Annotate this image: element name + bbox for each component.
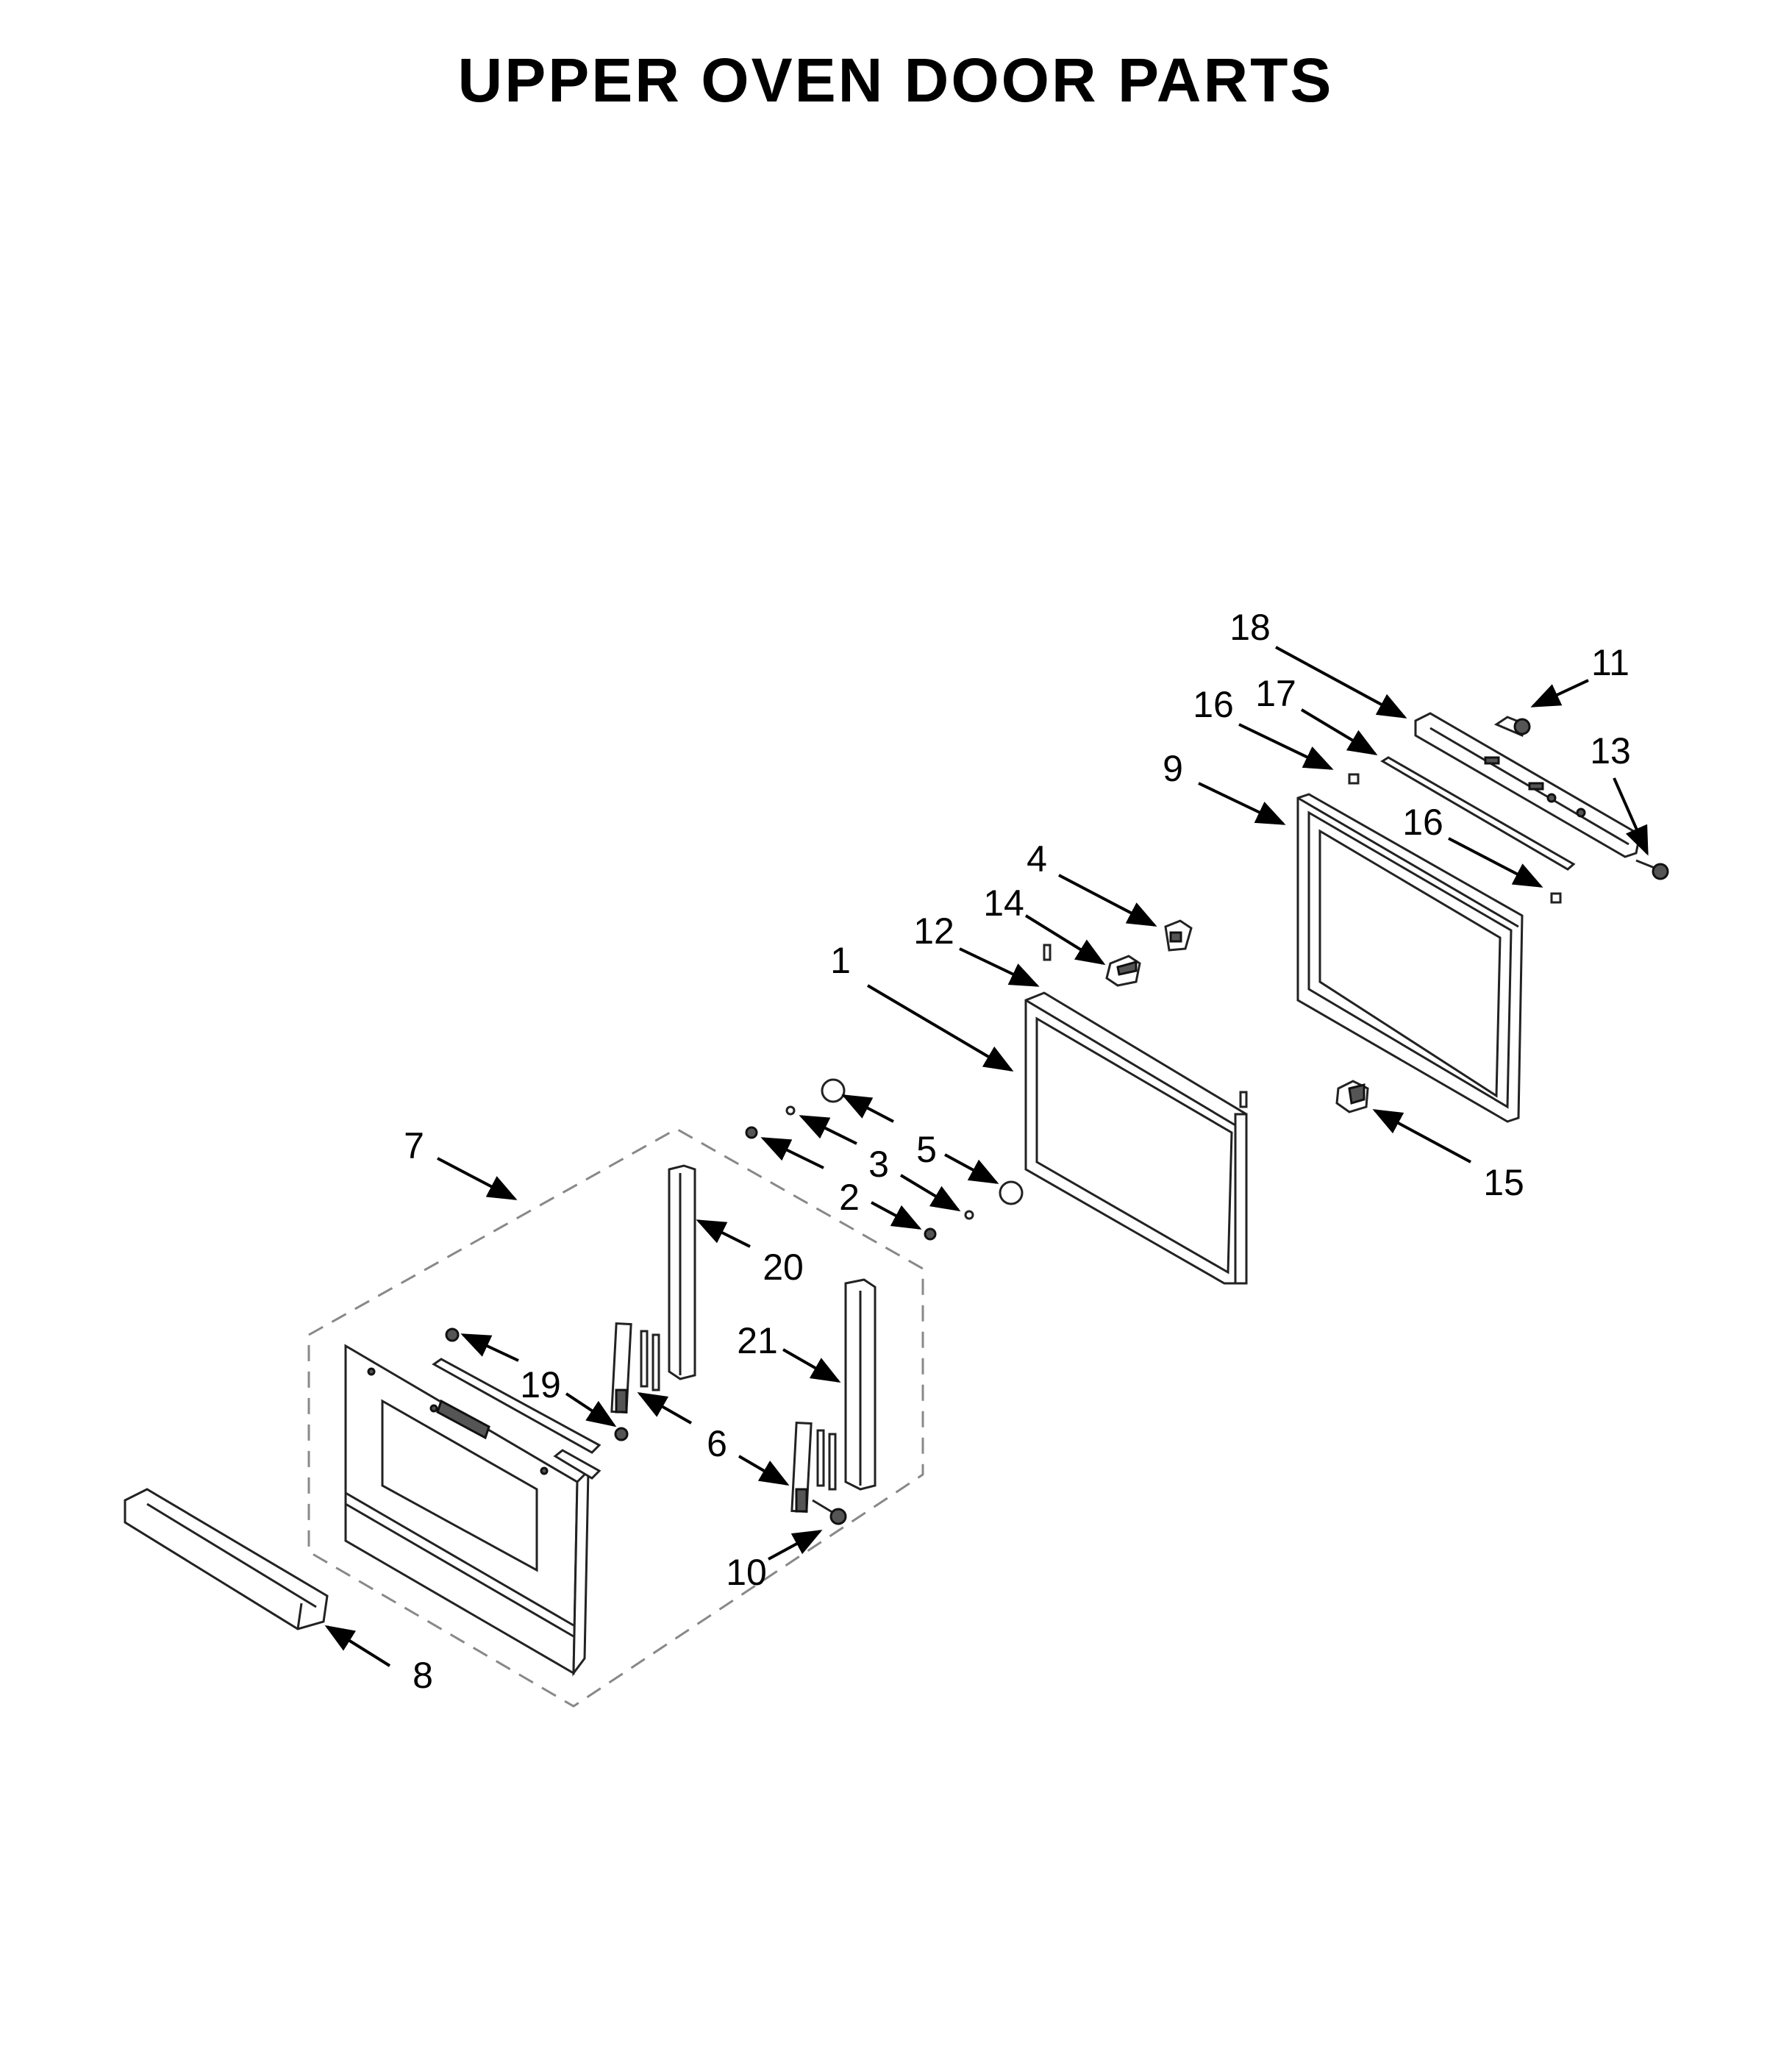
callout-7: 7 xyxy=(404,1125,424,1166)
callout-16b: 16 xyxy=(1402,802,1443,843)
leader-18 xyxy=(1275,646,1407,719)
part-screw-19b xyxy=(445,1327,460,1342)
part-bushing-5b xyxy=(999,1180,1024,1205)
leader-12 xyxy=(959,947,1040,987)
part-washer-3b xyxy=(964,1210,974,1220)
part-nut-2a xyxy=(745,1126,758,1139)
part-shim-right-b xyxy=(828,1433,837,1491)
leader-21 xyxy=(782,1348,841,1383)
door-assembly-outline xyxy=(307,1127,924,1708)
leader-6b xyxy=(738,1455,790,1486)
callout-20: 20 xyxy=(763,1247,804,1288)
callout-3: 3 xyxy=(868,1144,889,1185)
part-latch-block-14 xyxy=(1105,955,1141,987)
leader-16a xyxy=(1238,723,1334,770)
leader-10 xyxy=(768,1530,823,1561)
part-hinge-receiver-left xyxy=(610,1322,632,1414)
callout-21: 21 xyxy=(737,1320,778,1361)
leader-17 xyxy=(1300,708,1378,756)
part-latch-15 xyxy=(1335,1080,1369,1113)
callout-labels: 18 11 16 17 13 9 16 4 14 12 1 15 5 3 2 7… xyxy=(404,607,1631,1696)
part-hinge-receiver-right xyxy=(790,1421,813,1514)
part-vent-strip-lower xyxy=(553,1449,602,1480)
callout-15: 15 xyxy=(1483,1162,1524,1203)
leader-5a xyxy=(841,1094,894,1123)
part-bottom-trim xyxy=(124,1488,329,1630)
part-screw-19 xyxy=(614,1427,629,1441)
page-title: UPPER OVEN DOOR PARTS xyxy=(458,46,1334,115)
part-screw-11 xyxy=(1493,716,1531,738)
part-shim-left-b xyxy=(652,1333,660,1391)
leader-3b xyxy=(899,1174,961,1212)
callout-5: 5 xyxy=(916,1129,937,1170)
part-door-channel-left xyxy=(668,1164,696,1380)
callout-16a: 16 xyxy=(1193,684,1234,725)
leader-3a xyxy=(799,1115,857,1145)
part-spacer-16a xyxy=(1348,773,1360,785)
part-clip-12b xyxy=(1239,1091,1248,1108)
part-shim-left-a xyxy=(640,1330,649,1388)
callout-8: 8 xyxy=(413,1655,433,1696)
callout-1: 1 xyxy=(830,940,851,981)
part-spacer-16b xyxy=(1550,892,1562,904)
leader-13 xyxy=(1613,777,1649,856)
callout-6: 6 xyxy=(707,1423,727,1464)
leader-9 xyxy=(1198,782,1286,825)
part-door-channel-right xyxy=(844,1278,877,1491)
leader-6a xyxy=(637,1392,692,1425)
part-bracket-4 xyxy=(1164,919,1193,952)
callout-18: 18 xyxy=(1229,607,1271,648)
leader-4 xyxy=(1058,874,1157,927)
callout-14: 14 xyxy=(983,883,1024,924)
leader-19b xyxy=(565,1392,617,1427)
leader-16b xyxy=(1448,837,1543,888)
leader-20 xyxy=(696,1219,751,1248)
leader-5b xyxy=(944,1153,999,1184)
part-clip-12 xyxy=(1043,944,1052,961)
leader-19a xyxy=(460,1333,519,1362)
part-bushing-5a xyxy=(821,1078,846,1103)
callout-2: 2 xyxy=(839,1177,860,1218)
leader-1 xyxy=(866,984,1014,1072)
callout-17: 17 xyxy=(1255,673,1296,714)
part-inner-door-frame xyxy=(1024,991,1248,1285)
leader-2a xyxy=(760,1137,824,1169)
callout-10: 10 xyxy=(726,1552,767,1593)
part-door-glass-assembly xyxy=(1296,793,1524,1123)
leader-11 xyxy=(1530,679,1589,707)
callout-13: 13 xyxy=(1590,730,1631,771)
leader-14 xyxy=(1024,914,1106,966)
part-outer-door-panel xyxy=(344,1344,590,1677)
leader-7 xyxy=(437,1157,518,1200)
leader-lines xyxy=(324,646,1649,1667)
part-washer-3a xyxy=(785,1105,796,1116)
callout-12: 12 xyxy=(913,910,954,952)
part-shim-right-a xyxy=(816,1429,825,1487)
leader-2b xyxy=(871,1201,922,1230)
callout-19: 19 xyxy=(520,1364,561,1405)
part-nut-2b xyxy=(924,1227,937,1241)
part-vent-strip-upper xyxy=(432,1358,602,1454)
callout-4: 4 xyxy=(1027,838,1047,880)
part-screw-10 xyxy=(812,1499,847,1525)
part-gasket-17 xyxy=(1380,756,1576,871)
callout-11: 11 xyxy=(1591,642,1629,683)
callout-9: 9 xyxy=(1163,748,1183,789)
leader-8 xyxy=(324,1625,391,1667)
part-screw-13 xyxy=(1635,859,1669,880)
leader-15 xyxy=(1372,1109,1471,1163)
